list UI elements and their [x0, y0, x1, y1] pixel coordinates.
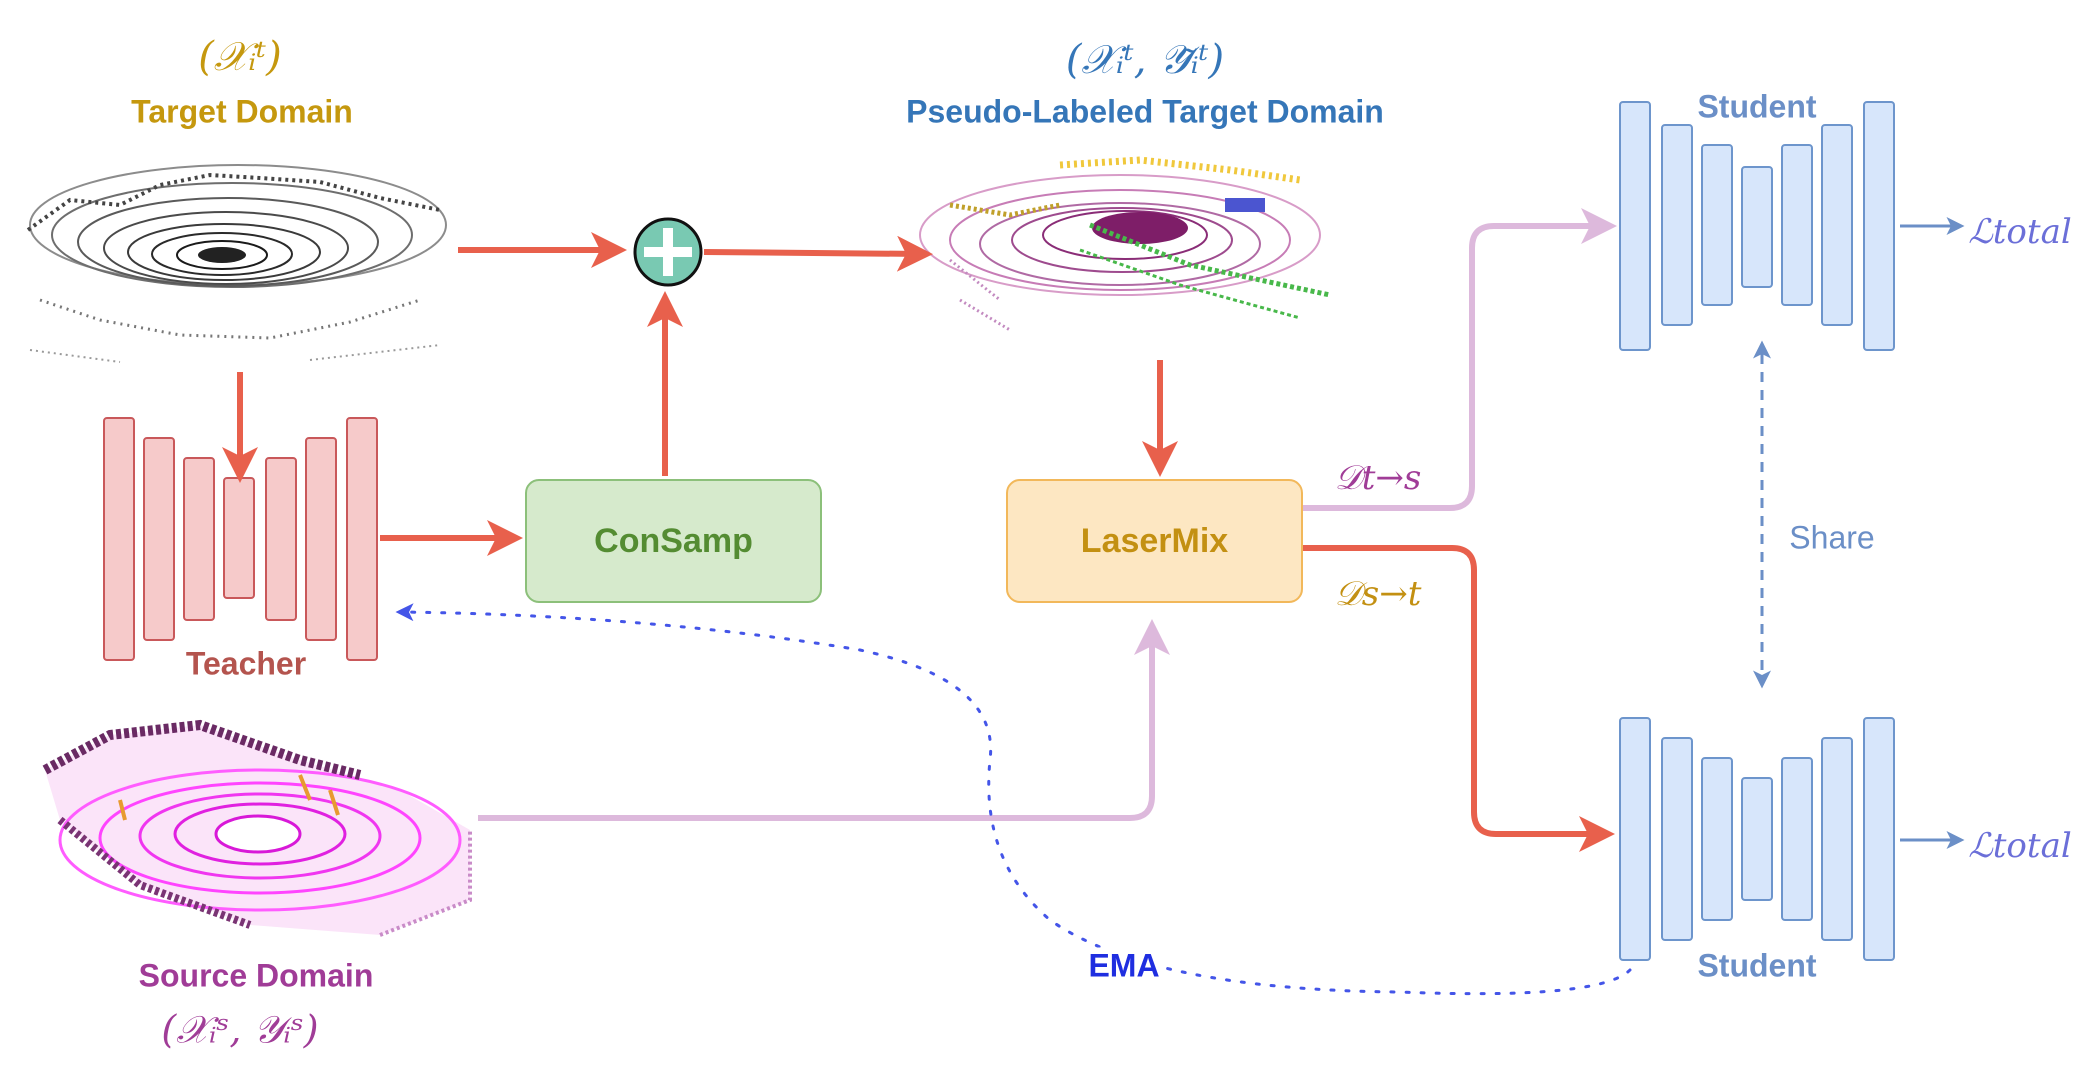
loss-bottom-label: ℒtotal: [1968, 826, 2072, 866]
blue-arrows: [1753, 217, 1965, 849]
d-s-to-t-label: 𝒟s→t: [1334, 574, 1422, 614]
arrow-plus-to-pseudo: [703, 235, 933, 272]
pink-arrows: [478, 208, 1617, 821]
consamp-box: ConSamp: [525, 479, 822, 603]
source-title: Source Domain: [138, 957, 374, 994]
target-domain-scan: [26, 164, 447, 363]
pseudo-math: (𝒳ᵢᵗ, 𝒴̃ᵢᵗ): [1065, 37, 1225, 83]
share-label: Share: [1783, 517, 1881, 559]
d-t-to-s-label: 𝒟t→s: [1334, 458, 1422, 498]
consamp-label: ConSamp: [594, 521, 753, 560]
student-top-label: Student: [1697, 88, 1817, 125]
teacher-label: Teacher: [185, 645, 307, 682]
arrow-lasermix-to-student-bottom: [1300, 545, 1615, 852]
pseudo-labeled-scan: [919, 156, 1331, 332]
arrow-lasermix-to-student-top: [1300, 208, 1617, 511]
teacher-network: [103, 417, 378, 661]
lasermix-box: LaserMix: [1006, 479, 1303, 603]
student-network-top: [1619, 101, 1895, 351]
plus-circle-icon: [633, 217, 703, 287]
loss-top-label: ℒtotal: [1968, 212, 2072, 252]
student-network-bottom: [1619, 717, 1895, 961]
lasermix-label: LaserMix: [1080, 521, 1229, 560]
target-math: (𝒳ᵢᵗ): [198, 34, 282, 80]
arrow-source-to-lasermix: [478, 619, 1170, 821]
ema-label: EMA: [1082, 947, 1166, 985]
source-math: (𝒳ᵢˢ, 𝒴ᵢˢ): [161, 1007, 319, 1052]
source-domain-scan: [42, 719, 472, 937]
student-bottom-label: Student: [1697, 947, 1817, 984]
pseudo-title: Pseudo-Labeled Target Domain: [906, 93, 1384, 130]
target-title: Target Domain: [131, 93, 353, 130]
red-arrows: [222, 232, 1615, 852]
ema-arrow: [395, 603, 1632, 996]
